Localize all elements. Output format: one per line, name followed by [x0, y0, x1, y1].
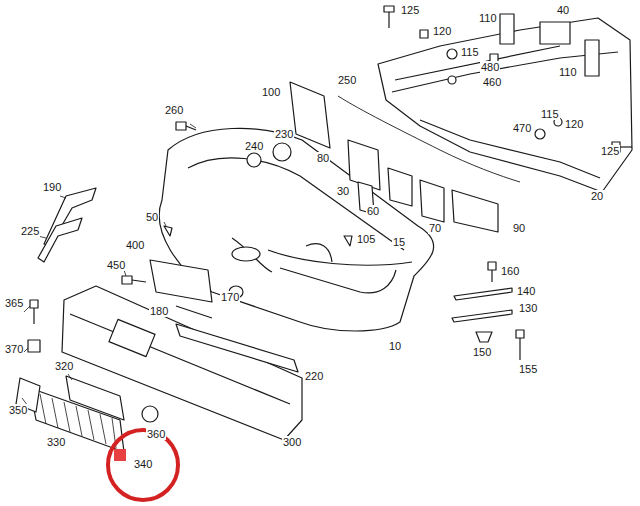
callout-number: 365 — [4, 297, 24, 309]
callout-number: 150 — [472, 346, 492, 358]
callout-number: 70 — [428, 222, 442, 234]
bumper-cover — [159, 128, 433, 331]
callout-number: 100 — [261, 86, 281, 98]
callout-number: 80 — [316, 152, 330, 164]
callout-number: 110 — [478, 12, 498, 24]
grille-insert — [290, 82, 330, 148]
callout-number: 125 — [400, 4, 420, 16]
callout-number: 225 — [20, 225, 40, 237]
callout-number: 30 — [336, 185, 350, 197]
callout-number: 130 — [518, 302, 538, 314]
callout-number: 115 — [540, 108, 560, 120]
callout-number: 110 — [558, 66, 578, 78]
callout-number: 230 — [274, 128, 294, 140]
callout-number: 330 — [46, 436, 66, 448]
callout-number: 20 — [590, 190, 604, 202]
callout-number: 220 — [304, 370, 324, 382]
callout-number: 250 — [337, 74, 357, 86]
callout-number: 50 — [145, 211, 159, 223]
callout-number: 240 — [244, 140, 264, 152]
highlight-mark — [114, 449, 126, 461]
callout-number: 125 — [600, 145, 620, 157]
lower-grille — [30, 388, 124, 452]
callout-number: 155 — [518, 363, 538, 375]
callout-number: 115 — [460, 46, 480, 58]
callout-number: 180 — [149, 305, 169, 317]
bracket — [500, 14, 514, 44]
callout-number: 370 — [4, 343, 24, 355]
callout-number: 400 — [125, 239, 145, 251]
callout-number: 160 — [500, 265, 520, 277]
callout-number: 460 — [482, 76, 502, 88]
callout-number: 470 — [512, 122, 532, 134]
callout-number: 105 — [356, 233, 376, 245]
callout-number: 60 — [366, 205, 380, 217]
bracket — [540, 22, 570, 44]
callout-number: 120 — [432, 25, 452, 37]
callout-number: 450 — [106, 259, 126, 271]
callout-number: 340 — [133, 458, 153, 470]
callout-number: 480 — [480, 61, 500, 73]
callout-number: 300 — [282, 436, 302, 448]
callout-number: 10 — [388, 340, 402, 352]
callout-number: 360 — [146, 428, 166, 440]
callout-number: 170 — [220, 291, 240, 303]
callout-number: 190 — [42, 181, 62, 193]
callout-number: 350 — [8, 404, 28, 416]
callout-number: 15 — [392, 236, 406, 248]
callout-number: 120 — [564, 118, 584, 130]
callout-number: 140 — [516, 285, 536, 297]
license-plate — [150, 260, 212, 302]
callout-number: 320 — [54, 360, 74, 372]
callout-number: 40 — [556, 4, 570, 16]
bolt — [384, 6, 632, 152]
callout-number: 260 — [164, 104, 184, 116]
callout-number: 90 — [512, 222, 526, 234]
bracket — [585, 40, 599, 76]
highlight-circle — [108, 430, 178, 500]
